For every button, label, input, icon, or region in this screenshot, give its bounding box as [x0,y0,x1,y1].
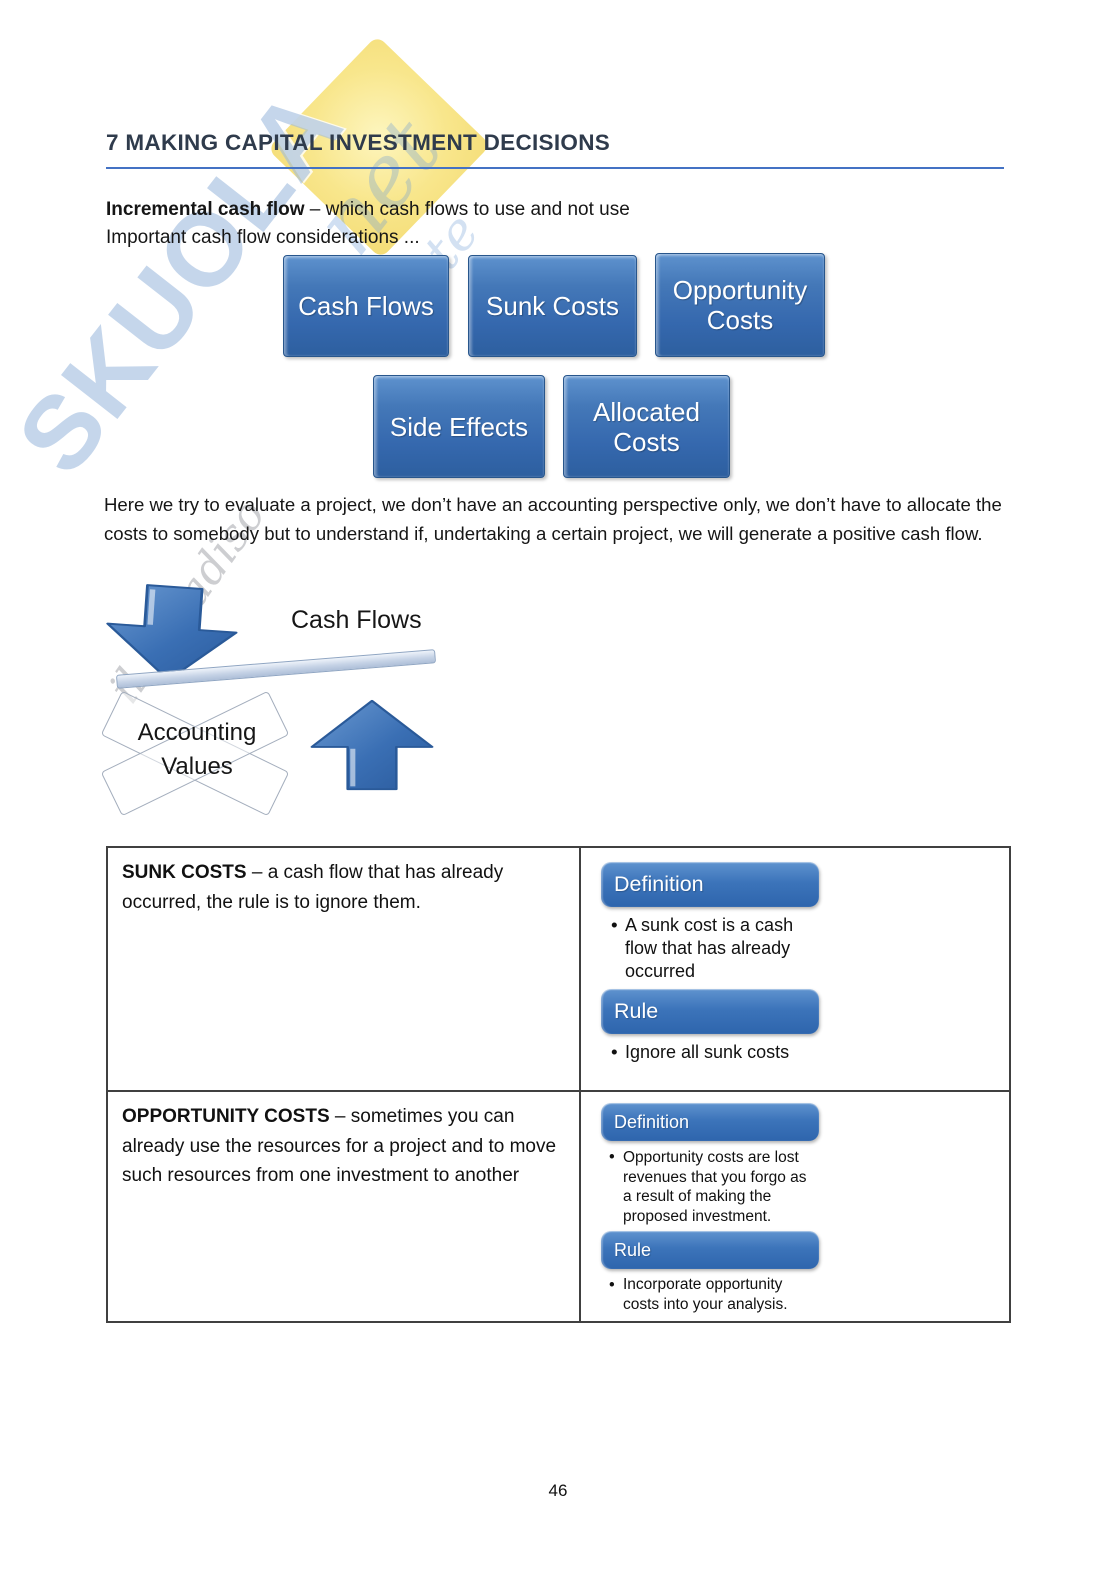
term-cell: OPPORTUNITY COSTS – sometimes you can al… [122,1106,557,1186]
title-underline [106,167,1004,169]
rule-header: Rule [601,1231,819,1269]
intro-text: Incremental cash flow – which cash flows… [106,196,630,252]
page-number: 46 [548,1481,568,1500]
detail-cell: Definition A sunk cost is a cash flow th… [579,848,1009,1090]
term-cell: SUNK COSTS – a cash flow that has alread… [122,862,504,913]
intro-paragraph: Here we try to evaluate a project, we do… [104,494,1002,544]
box-allocated-costs: Allocated Costs [563,375,730,478]
page-title: 7 MAKING CAPITAL INVESTMENT DECISIONS [106,130,611,155]
definition-header: Definition [601,862,819,907]
box-side-effects: Side Effects [373,375,545,478]
intro-line-1: Incremental cash flow – which cash flows… [106,199,630,220]
rule-header: Rule [601,989,819,1034]
definition-bullet: A sunk cost is a cash flow that has alre… [611,914,815,983]
rule-bullet: Ignore all sunk costs [611,1041,825,1064]
definition-header: Definition [601,1103,819,1141]
down-arrow-icon [106,584,238,681]
intro-term: Incremental cash flow [106,199,305,220]
definition-bullet: Opportunity costs are lost revenues that… [609,1148,815,1226]
up-arrow-icon [310,699,434,791]
comparison-table: SUNK COSTS – a cash flow that has alread… [106,846,1011,1323]
accounting-values-label: Accounting Values [137,719,257,780]
box-cash-flows: Cash Flows [283,255,449,357]
detail-cell: Definition Opportunity costs are lost re… [579,1092,1009,1321]
term-label: OPPORTUNITY COSTS [122,1106,330,1127]
cash-flows-label: Cash Flows [291,606,422,634]
term-label: SUNK COSTS [122,862,247,883]
box-opportunity-costs: Opportunity Costs [655,253,825,357]
intro-line-2: Important cash flow considerations ... [106,227,420,248]
rule-bullet: Incorporate opportunity costs into your … [609,1275,813,1315]
table-row-sunk-costs: SUNK COSTS – a cash flow that has alread… [108,848,1009,1092]
box-sunk-costs: Sunk Costs [468,255,637,357]
table-row-opportunity-costs: OPPORTUNITY COSTS – sometimes you can al… [108,1092,1009,1321]
